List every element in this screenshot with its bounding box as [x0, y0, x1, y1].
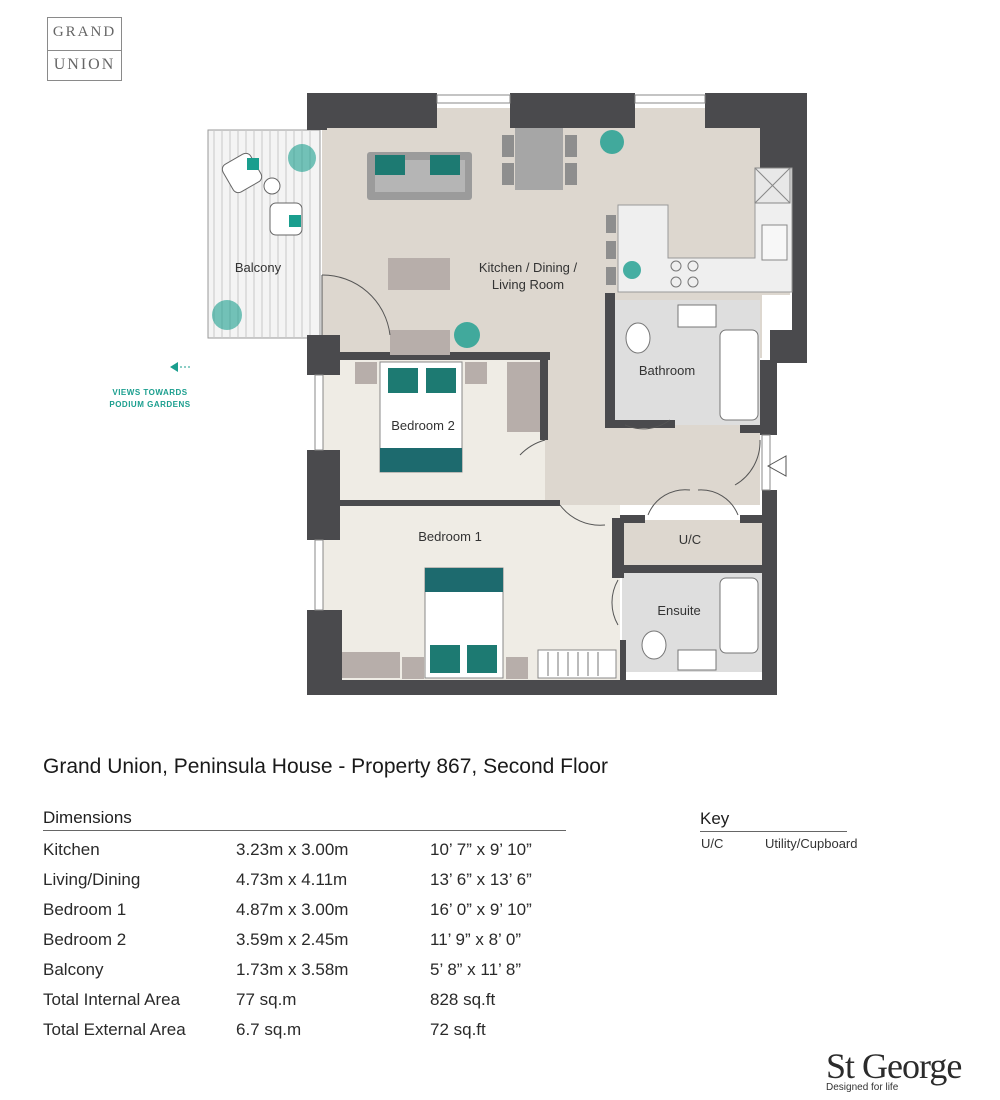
- sofa: [367, 152, 472, 200]
- brand-name: St George: [826, 1046, 962, 1086]
- wardrobe-2: [507, 362, 540, 432]
- label-bedroom-1: Bedroom 1: [418, 529, 482, 544]
- key-heading: Key: [700, 809, 730, 828]
- imperial-size: 5’ 8” x 11’ 8”: [430, 960, 522, 979]
- room-name: Kitchen: [43, 840, 100, 859]
- metric-size: 1.73m x 3.58m: [236, 960, 349, 979]
- label-balcony: Balcony: [235, 260, 282, 275]
- dimensions-divider: [43, 830, 566, 831]
- uc-floor: [620, 520, 765, 568]
- metric-size: 3.23m x 3.00m: [236, 840, 349, 859]
- bed-1: [424, 567, 504, 679]
- metric-size: 4.73m x 4.11m: [236, 870, 348, 889]
- label-kitchen-2: Living Room: [492, 277, 564, 292]
- key-abbreviation: U/C: [701, 836, 724, 851]
- imperial-size: 13’ 6” x 13’ 6”: [430, 870, 532, 889]
- room-name: Balcony: [43, 960, 104, 979]
- metric-size: 77 sq.m: [236, 990, 297, 1009]
- logo-line-1: GRAND: [52, 24, 117, 40]
- key-description: Utility/Cupboard: [765, 836, 858, 851]
- label-ensuite: Ensuite: [657, 603, 700, 618]
- key-divider: [700, 831, 847, 832]
- room-name: Total External Area: [43, 1020, 186, 1039]
- room-name: Bedroom 1: [43, 900, 127, 919]
- grand-union-logo: GRAND UNION: [47, 17, 122, 81]
- metric-size: 6.7 sq.m: [236, 1020, 302, 1039]
- label-uc: U/C: [679, 532, 701, 547]
- label-bedroom-2: Bedroom 2: [391, 418, 455, 433]
- wardrobe-1: [537, 649, 617, 679]
- coffee-table: [388, 258, 450, 290]
- logo-divider: [48, 50, 121, 51]
- st-george-logo: St George Designed for life: [826, 1048, 966, 1093]
- views-note: VIEWS TOWARDS PODIUM GARDENS: [95, 387, 205, 411]
- media-unit: [390, 330, 450, 355]
- imperial-size: 16’ 0” x 9’ 10”: [430, 900, 532, 919]
- imperial-size: 11’ 9” x 8’ 0”: [430, 930, 522, 949]
- walls: [307, 93, 807, 695]
- bed-2: [379, 361, 463, 473]
- dimensions-heading: Dimensions: [43, 808, 132, 827]
- label-kitchen-1: Kitchen / Dining /: [479, 260, 578, 275]
- imperial-size: 72 sq.ft: [430, 1020, 486, 1039]
- room-name: Total Internal Area: [43, 990, 181, 1009]
- property-title: Grand Union, Peninsula House - Property …: [43, 755, 608, 778]
- label-bathroom: Bathroom: [639, 363, 695, 378]
- views-line-1: VIEWS TOWARDS: [112, 388, 188, 397]
- metric-size: 4.87m x 3.00m: [236, 900, 349, 919]
- logo-line-2: UNION: [53, 56, 116, 73]
- floor-plan: Kitchen / Dining / Living Room Balcony B…: [170, 93, 807, 695]
- dining-table: [515, 128, 563, 190]
- metric-size: 3.59m x 2.45m: [236, 930, 349, 949]
- brand-tagline: Designed for life: [826, 1082, 899, 1093]
- room-name: Living/Dining: [43, 870, 141, 889]
- imperial-size: 10’ 7” x 9’ 10”: [430, 840, 532, 859]
- views-line-2: PODIUM GARDENS: [109, 400, 191, 409]
- room-name: Bedroom 2: [43, 930, 127, 949]
- imperial-size: 828 sq.ft: [430, 990, 496, 1009]
